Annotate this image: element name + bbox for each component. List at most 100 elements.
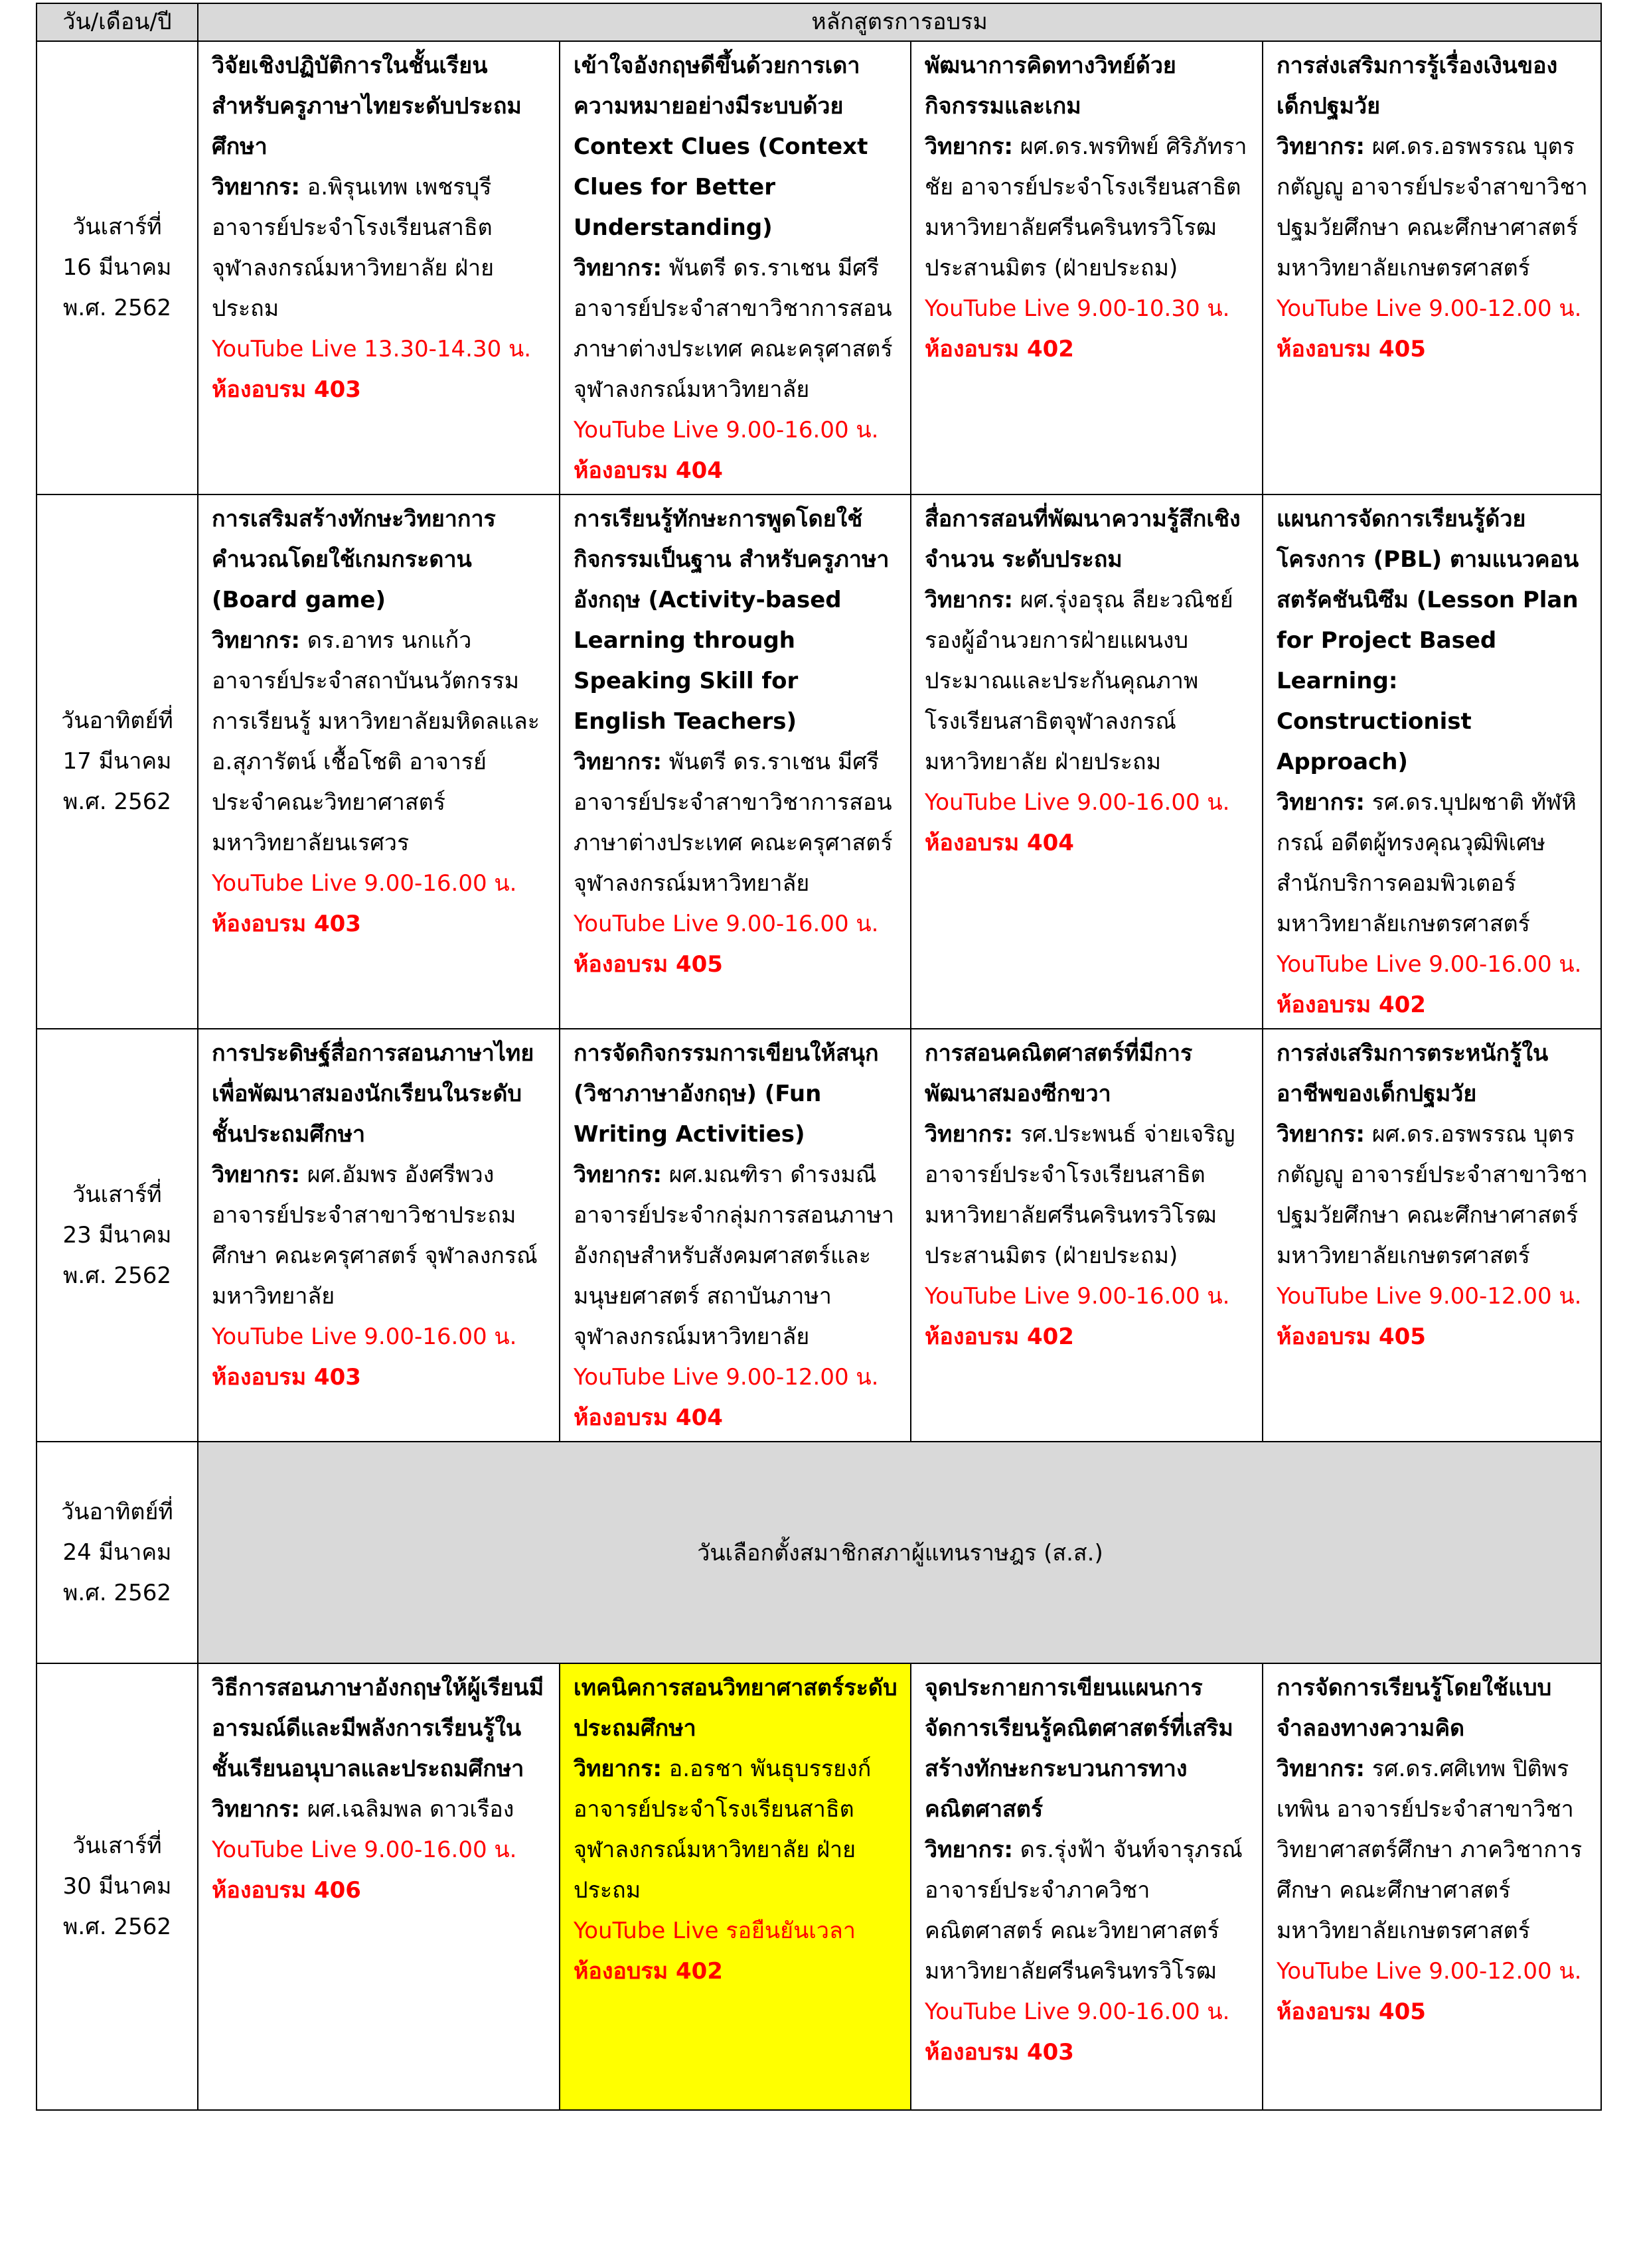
course-cell: การสอนคณิตศาสตร์ที่มีการพัฒนาสมองซีกขวา … — [910, 1028, 1263, 1442]
youtube-live-time: YouTube Live 9.00-16.00 น. — [925, 789, 1230, 816]
speaker-name: ผศ.มณฑิรา ดำรงมณี อาจารย์ประจำกลุ่มการสอ… — [574, 1162, 895, 1350]
youtube-live-time: YouTube Live 9.00-12.00 น. — [574, 1364, 879, 1391]
course-speaker: วิทยากร: ดร.รุ่งฟ้า จันท์จารุภรณ์ อาจารย… — [925, 1830, 1250, 1992]
date-line: พ.ศ. 2562 — [63, 789, 171, 815]
date-line: พ.ศ. 2562 — [63, 1914, 171, 1940]
course-title: การสอนคณิตศาสตร์ที่มีการพัฒนาสมองซีกขวา — [925, 1040, 1193, 1107]
speaker-label: วิทยากร: — [925, 1837, 1013, 1863]
training-room: ห้องอบรม 403 — [212, 1364, 361, 1391]
course-speaker: วิทยากร: ผศ.เฉลิมพล ดาวเรือง — [212, 1789, 547, 1830]
course-cell: การประดิษฐ์สื่อการสอนภาษาไทยเพื่อพัฒนาสม… — [197, 1028, 560, 1442]
course-speaker: วิทยากร: ผศ.ดร.อรพรรณ บุตรกตัญญู อาจารย์… — [1277, 1114, 1589, 1276]
speaker-name: พันตรี ดร.ราเชน มีศรี อาจารย์ประจำสาขาวิ… — [574, 255, 893, 403]
course-speaker: วิทยากร: ผศ.ดร.พรทิพย์ ศิริภัทราชัย อาจา… — [925, 127, 1250, 289]
schedule-row: วันเสาร์ที่30 มีนาคมพ.ศ. 2562 วิธีการสอน… — [36, 1663, 1602, 2111]
holiday-cell: วันเลือกตั้งสมาชิกสภาผู้แทนราษฎร (ส.ส.) — [196, 1441, 1602, 1664]
speaker-label: วิทยากร: — [212, 1162, 300, 1188]
training-schedule-table: วัน/เดือน/ปี หลักสูตรการอบรม วันเสาร์ที่… — [36, 3, 1602, 2111]
date-cell: วันอาทิตย์ที่ 24 มีนาคมพ.ศ. 2562 — [36, 1441, 198, 1664]
date-line: วันอาทิตย์ที่ — [61, 708, 173, 734]
holiday-label: วันเลือกตั้งสมาชิกสภาผู้แทนราษฎร (ส.ส.) — [697, 1539, 1103, 1566]
schedule-row: วันอาทิตย์ที่ 24 มีนาคมพ.ศ. 2562 วันเลือกต… — [36, 1441, 1602, 1664]
speaker-name: ผศ.ดร.อรพรรณ บุตรกตัญญู อาจารย์ประจำสาขา… — [1277, 133, 1588, 281]
course-title: วิจัยเชิงปฏิบัติการในชั้นเรียนสำหรับครูภ… — [212, 52, 522, 160]
date-cell: วันเสาร์ที่16 มีนาคมพ.ศ. 2562 — [36, 40, 198, 495]
speaker-name: ผศ.ดร.พรทิพย์ ศิริภัทราชัย อาจารย์ประจำโ… — [925, 133, 1247, 281]
course-cell: การส่งเสริมการตระหนักรู้ในอาชีพของเด็กปฐ… — [1261, 1028, 1602, 1442]
youtube-live-time: YouTube Live 13.30-14.30 น. — [212, 336, 532, 362]
course-cell: เทคนิคการสอนวิทยาศาสตร์ระดับประถมศึกษา ว… — [559, 1663, 911, 2111]
speaker-name: ผศ.ดร.อรพรรณ บุตรกตัญญู อาจารย์ประจำสาขา… — [1277, 1121, 1588, 1269]
course-speaker: วิทยากร: พันตรี ดร.ราเชน มีศรี อาจารย์ปร… — [574, 248, 898, 410]
course-cell: วิจัยเชิงปฏิบัติการในชั้นเรียนสำหรับครูภ… — [197, 40, 560, 495]
date-line: พ.ศ. 2562 — [63, 1262, 171, 1289]
speaker-name: อ.พิรุนเทพ เพชรบุรี อาจารย์ประจำโรงเรียน… — [212, 174, 495, 322]
youtube-live-time: YouTube Live 9.00-16.00 น. — [574, 911, 879, 937]
speaker-name: ผศ.อัมพร อังศรีพวง อาจารย์ประจำสาขาวิชาป… — [212, 1162, 538, 1310]
course-speaker: วิทยากร: รศ.ดร.ศศิเทพ ปิติพรเทพิน อาจารย… — [1277, 1749, 1589, 1951]
youtube-live-time: YouTube Live 9.00-16.00 น. — [574, 417, 879, 443]
course-title: สื่อการสอนที่พัฒนาความรู้สึกเชิงจำนวน ระ… — [925, 506, 1241, 573]
schedule-row: วันเสาร์ที่16 มีนาคมพ.ศ. 2562 วิจัยเชิงป… — [36, 40, 1602, 495]
course-speaker: วิทยากร: ผศ.ดร.อรพรรณ บุตรกตัญญู อาจารย์… — [1277, 127, 1589, 289]
course-title: จุดประกายการเขียนแผนการจัดการเรียนรู้คณิ… — [925, 1675, 1233, 1823]
speaker-label: วิทยากร: — [1277, 1756, 1365, 1782]
course-title: การส่งเสริมการตระหนักรู้ในอาชีพของเด็กปฐ… — [1277, 1040, 1549, 1107]
course-cell: แผนการจัดการเรียนรู้ด้วยโครงการ (PBL) ตา… — [1261, 494, 1602, 1029]
speaker-label: วิทยากร: — [925, 587, 1013, 613]
speaker-label: วิทยากร: — [1277, 789, 1365, 816]
youtube-live-time: YouTube Live 9.00-16.00 น. — [1277, 951, 1582, 978]
course-cell: การเสริมสร้างทักษะวิทยาการคำนวณโดยใช้เกม… — [197, 494, 560, 1029]
course-cell: การจัดการเรียนรู้โดยใช้แบบจำลองทางความคิ… — [1261, 1663, 1602, 2111]
date-line: วันเสาร์ที่ — [72, 1181, 162, 1208]
speaker-label: วิทยากร: — [574, 255, 662, 281]
training-room: ห้องอบรม 404 — [574, 457, 723, 484]
date-line: วันอาทิตย์ที่ — [61, 1498, 173, 1525]
course-title: วิธีการสอนภาษาอังกฤษให้ผู้เรียนมีอารมณ์ด… — [212, 1675, 544, 1782]
course-title: การส่งเสริมการรู้เรื่องเงินของเด็กปฐมวัย — [1277, 52, 1558, 119]
course-column-header: หลักสูตรการอบรม — [196, 3, 1602, 42]
date-line: 24 มีนาคม — [62, 1539, 172, 1566]
course-speaker: วิทยากร: รศ.ดร.บุปผชาติ ทัฬหิกรณ์ อดีตผู… — [1277, 783, 1589, 945]
date-column-header: วัน/เดือน/ปี — [36, 3, 198, 42]
training-room: ห้องอบรม 403 — [925, 2039, 1074, 2066]
course-speaker: วิทยากร: ผศ.อัมพร อังศรีพวง อาจารย์ประจำ… — [212, 1155, 547, 1317]
date-cell: วันเสาร์ที่ 23 มีนาคมพ.ศ. 2562 — [36, 1028, 198, 1442]
header-row: วัน/เดือน/ปี หลักสูตรการอบรม — [36, 3, 1602, 42]
course-speaker: วิทยากร: รศ.ประพนธ์ จ่ายเจริญ อาจารย์ประ… — [925, 1114, 1250, 1276]
course-title: การจัดกิจกรรมการเขียนให้สนุก (วิชาภาษาอั… — [574, 1040, 879, 1148]
course-title: การเสริมสร้างทักษะวิทยาการคำนวณโดยใช้เกม… — [212, 506, 496, 613]
training-room: ห้องอบรม 405 — [1277, 1323, 1426, 1350]
speaker-name: ดร.อาทร นกแก้ว อาจารย์ประจำสถาบันนวัตกรร… — [212, 627, 540, 856]
course-cell: การเรียนรู้ทักษะการพูดโดยใช้กิจกรรมเป็นฐ… — [559, 494, 911, 1029]
course-cell: การส่งเสริมการรู้เรื่องเงินของเด็กปฐมวัย… — [1261, 40, 1602, 495]
course-cell: สื่อการสอนที่พัฒนาความรู้สึกเชิงจำนวน ระ… — [910, 494, 1263, 1029]
date-line: พ.ศ. 2562 — [63, 295, 171, 321]
youtube-live-time: YouTube Live 9.00-16.00 น. — [925, 1283, 1230, 1310]
date-line: วันเสาร์ที่ — [72, 1833, 162, 1859]
course-cell: การจัดกิจกรรมการเขียนให้สนุก (วิชาภาษาอั… — [559, 1028, 911, 1442]
course-cell: วิธีการสอนภาษาอังกฤษให้ผู้เรียนมีอารมณ์ด… — [197, 1663, 560, 2111]
date-line: 17 มีนาคม — [62, 748, 172, 775]
date-line: พ.ศ. 2562 — [63, 1579, 171, 1606]
training-room: ห้องอบรม 403 — [212, 911, 361, 937]
course-cell: เข้าใจอังกฤษดีขึ้นด้วยการเดาความหมายอย่า… — [559, 40, 911, 495]
course-title: การเรียนรู้ทักษะการพูดโดยใช้กิจกรรมเป็นฐ… — [574, 506, 890, 735]
youtube-live-time: YouTube Live รอยืนยันเวลา — [574, 1918, 856, 1944]
course-speaker: วิทยากร: ดร.อาทร นกแก้ว อาจารย์ประจำสถาบ… — [212, 621, 547, 864]
course-speaker: วิทยากร: พันตรี ดร.ราเชน มีศรี อาจารย์ปร… — [574, 742, 898, 904]
youtube-live-time: YouTube Live 9.00-10.30 น. — [925, 295, 1230, 322]
training-room: ห้องอบรม 402 — [574, 1958, 723, 1985]
course-speaker: วิทยากร: ผศ.รุ่งอรุณ ลียะวณิชย์ รองผู้อำ… — [925, 580, 1250, 783]
speaker-name: อ.อรชา พันธุบรรยงก์ อาจารย์ประจำโรงเรียน… — [574, 1756, 872, 1904]
training-room: ห้องอบรม 402 — [925, 1323, 1074, 1350]
training-room: ห้องอบรม 406 — [212, 1877, 361, 1904]
course-cell: จุดประกายการเขียนแผนการจัดการเรียนรู้คณิ… — [910, 1663, 1263, 2111]
training-room: ห้องอบรม 405 — [574, 951, 723, 978]
youtube-live-time: YouTube Live 9.00-12.00 น. — [1277, 1958, 1582, 1985]
schedule-row: วันเสาร์ที่ 23 มีนาคมพ.ศ. 2562 การประดิษฐ… — [36, 1028, 1602, 1442]
course-title: แผนการจัดการเรียนรู้ด้วยโครงการ (PBL) ตา… — [1277, 506, 1579, 775]
course-speaker: วิทยากร: ผศ.มณฑิรา ดำรงมณี อาจารย์ประจำก… — [574, 1155, 898, 1357]
youtube-live-time: YouTube Live 9.00-16.00 น. — [212, 1323, 517, 1350]
date-line: 23 มีนาคม — [62, 1221, 172, 1248]
